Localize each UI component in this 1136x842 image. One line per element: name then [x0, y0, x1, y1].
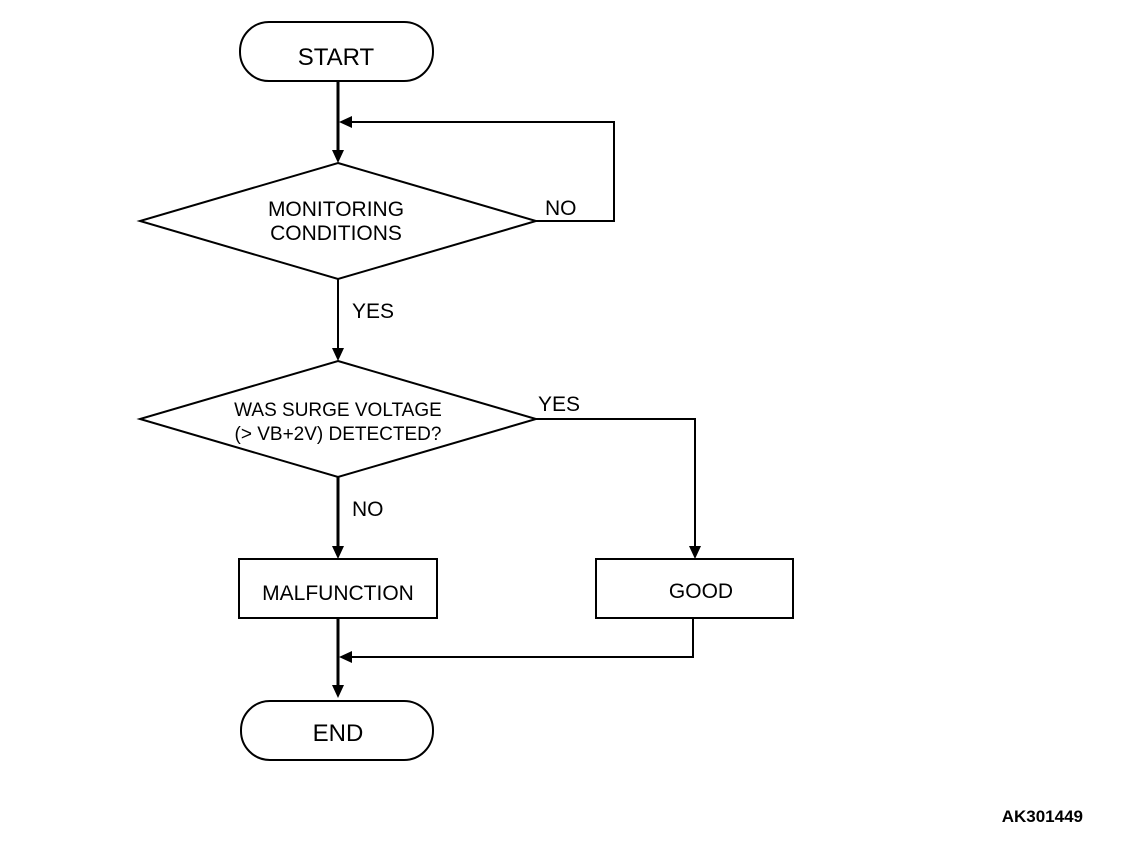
reference-code: AK301449: [1002, 807, 1083, 826]
malfunction-node: MALFUNCTION: [238, 558, 438, 619]
edge-label-surge-yes: YES: [538, 393, 580, 416]
arrowhead-down: [332, 150, 344, 163]
arrowhead-down: [332, 348, 344, 361]
end-label: END: [313, 720, 364, 747]
monitoring-label-line-1: MONITORING: [268, 198, 404, 221]
start-label: START: [298, 44, 375, 71]
arrowhead-down: [689, 546, 701, 559]
connector-surge-yes: [536, 418, 696, 546]
connector-monitoring-no-loop: [352, 121, 615, 222]
edge-label-monitoring-no: NO: [545, 197, 577, 220]
good-node: GOOD: [595, 558, 794, 619]
surge-label-line-1: WAS SURGE VOLTAGE: [234, 400, 442, 421]
edge-label-monitoring-yes: YES: [352, 300, 394, 323]
start-node: START: [239, 21, 434, 82]
arrowhead-left: [339, 116, 352, 128]
end-node: END: [240, 700, 434, 761]
arrowhead-down: [332, 685, 344, 698]
monitoring-label-line-2: CONDITIONS: [270, 222, 402, 245]
edge-label-surge-no: NO: [352, 498, 384, 521]
arrowhead-down: [332, 546, 344, 559]
good-label: GOOD: [669, 580, 733, 603]
connector-good-to-end: [352, 618, 694, 658]
monitoring-decision: MONITORING CONDITIONS: [136, 161, 540, 281]
surge-label-line-2: (> VB+2V) DETECTED?: [235, 424, 442, 445]
malfunction-label: MALFUNCTION: [262, 582, 414, 605]
surge-voltage-decision: WAS SURGE VOLTAGE (> VB+2V) DETECTED?: [136, 359, 540, 479]
arrowhead-left: [339, 651, 352, 663]
